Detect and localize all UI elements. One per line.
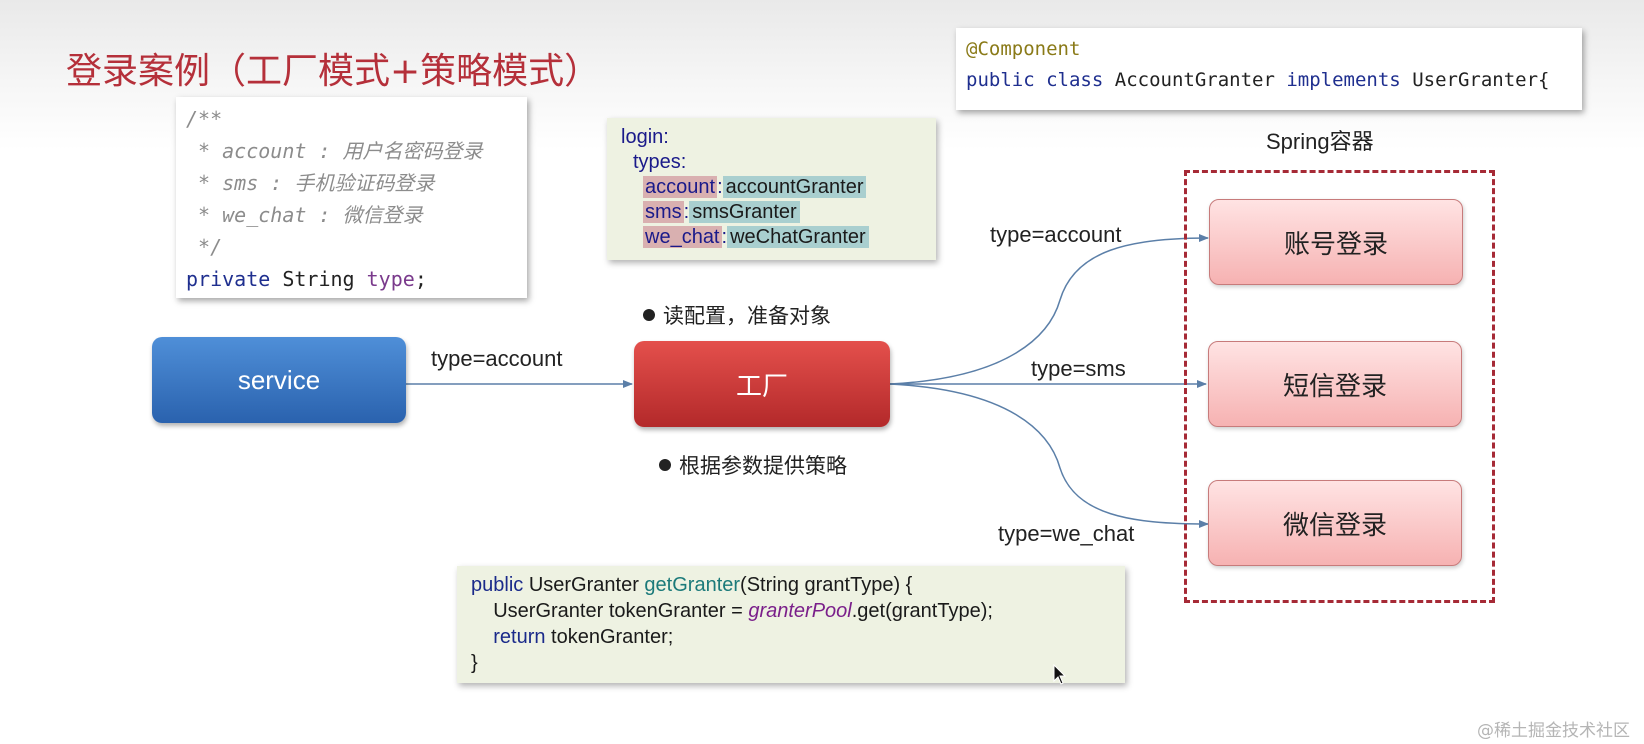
type-field-code-snippet: /** * account : 用户名密码登录 * sms : 手机验证码登录 … xyxy=(176,97,527,298)
comment-line: * sms : 手机验证码登录 xyxy=(186,171,435,195)
code-line: public UserGranter getGranter(String gra… xyxy=(471,572,1111,598)
yaml-key: sms xyxy=(643,201,684,223)
yaml-key: we_chat xyxy=(643,226,722,248)
service-box: service xyxy=(152,337,406,423)
yaml-config-box: login: types: account:accountGranter sms… xyxy=(607,118,936,260)
bullet-provide-strategy: 根据参数提供策略 xyxy=(659,450,847,480)
comment-line: * account : 用户名密码登录 xyxy=(186,139,483,163)
edge-label-account: type=account xyxy=(990,222,1122,247)
yaml-entry-sms: sms:smsGranter xyxy=(643,201,800,224)
yaml-entry-account: account:accountGranter xyxy=(643,176,867,199)
interface-name: UserGranter{ xyxy=(1412,69,1550,91)
semicolon: ; xyxy=(414,267,427,291)
yaml-sep: : xyxy=(721,226,728,248)
granter-pool-field: granterPool xyxy=(748,600,852,622)
comment-line: */ xyxy=(186,235,223,259)
spring-container-label: Spring容器 xyxy=(1266,129,1374,154)
get-granter-code-snippet: public UserGranter getGranter(String gra… xyxy=(457,566,1125,683)
factory-box: 工厂 xyxy=(634,341,890,427)
code-text: tokenGranter; xyxy=(545,626,674,648)
public-keyword: public xyxy=(471,574,524,596)
return-type: UserGranter xyxy=(528,574,639,596)
bullet-dot-icon xyxy=(659,459,671,471)
field-declaration: private String type; xyxy=(186,263,517,295)
yaml-value: smsGranter xyxy=(689,201,800,223)
watermark: @稀土掘金技术社区 xyxy=(1477,721,1630,741)
yaml-types-key: types: xyxy=(633,151,687,173)
bullet-dot-icon xyxy=(643,309,655,321)
bullet-text: 根据参数提供策略 xyxy=(679,454,847,478)
wechat-login-box: 微信登录 xyxy=(1208,480,1462,566)
code-text: .get(grantType); xyxy=(851,600,993,622)
yaml-entry-wechat: we_chat:weChatGranter xyxy=(643,226,869,249)
yaml-value: accountGranter xyxy=(722,176,867,198)
edge-label-service-factory: type=account xyxy=(431,346,563,371)
class-name: AccountGranter xyxy=(1114,69,1275,91)
yaml-sep: : xyxy=(683,201,690,223)
code-line: } xyxy=(471,652,478,674)
method-name: getGranter xyxy=(644,574,741,596)
yaml-root-key: login: xyxy=(621,126,669,148)
mouse-cursor-icon xyxy=(1053,664,1067,685)
comment-line: * we_chat : 微信登录 xyxy=(186,203,423,227)
private-keyword: private xyxy=(186,267,271,291)
class-declaration: public class AccountGranter implements U… xyxy=(966,65,1572,96)
spring-container xyxy=(1184,170,1495,603)
implements-keyword: implements xyxy=(1286,69,1401,91)
bullet-read-config: 读配置，准备对象 xyxy=(643,300,831,330)
bullet-text: 读配置，准备对象 xyxy=(663,304,831,328)
return-keyword: return xyxy=(493,626,546,648)
arrow-factory-to-wechat xyxy=(889,383,1209,528)
yaml-sep: : xyxy=(717,176,723,198)
edge-label-wechat: type=we_chat xyxy=(998,521,1135,546)
method-args: (String grantType) { xyxy=(740,574,913,596)
arrow-factory-to-account xyxy=(889,234,1209,385)
code-line: return tokenGranter; xyxy=(471,624,1111,650)
component-class-code-snippet: @Component public class AccountGranter i… xyxy=(956,28,1582,110)
string-type: String xyxy=(282,267,355,291)
field-name: type xyxy=(366,267,415,291)
code-text: UserGranter tokenGranter = xyxy=(471,600,749,622)
account-login-box: 账号登录 xyxy=(1209,199,1463,285)
yaml-value: weChatGranter xyxy=(727,226,869,248)
component-annotation: @Component xyxy=(966,38,1081,60)
page-title: 登录案例（工厂模式+策略模式） xyxy=(66,51,601,92)
code-line: UserGranter tokenGranter = granterPool.g… xyxy=(471,598,1111,624)
comment-line: /** xyxy=(186,107,223,131)
edge-label-sms: type=sms xyxy=(1031,356,1126,381)
sms-login-box: 短信登录 xyxy=(1208,341,1462,427)
yaml-key: account xyxy=(643,176,718,198)
class-keyword: class xyxy=(1046,69,1104,91)
public-keyword: public xyxy=(966,69,1035,91)
